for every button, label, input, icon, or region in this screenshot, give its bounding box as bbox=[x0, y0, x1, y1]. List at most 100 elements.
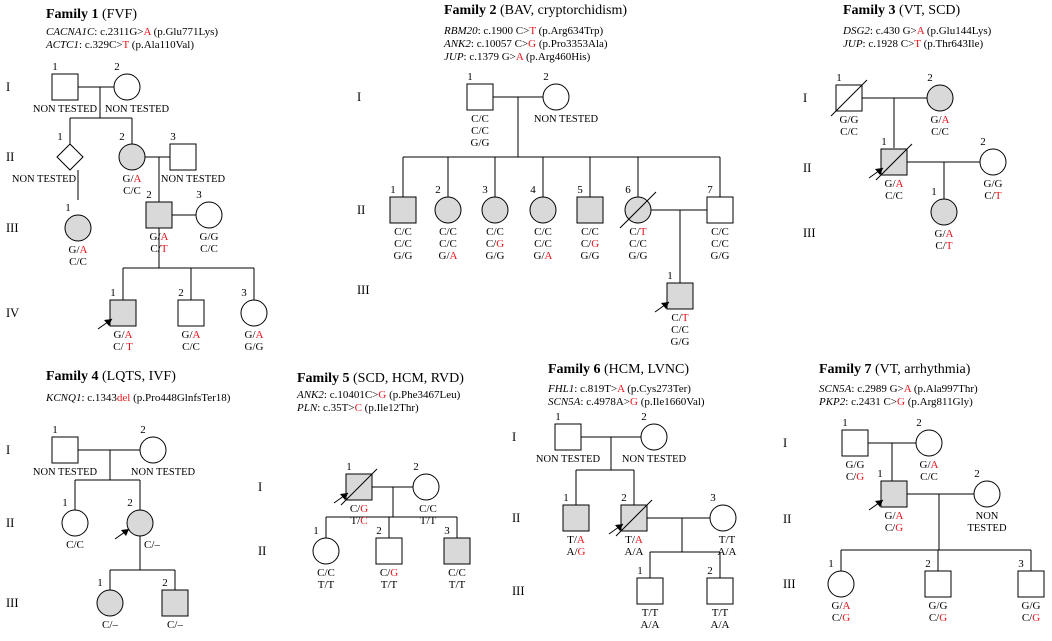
genotype: C/C bbox=[486, 226, 504, 238]
individual-number: 3 bbox=[710, 492, 716, 504]
genotype: G/A bbox=[123, 173, 142, 185]
generation-label: II bbox=[512, 511, 520, 525]
individual-number: 2 bbox=[127, 497, 133, 509]
proband-arrow-icon bbox=[340, 493, 348, 500]
genotype: C/C bbox=[200, 243, 218, 255]
family-title: Family 7 (VT, arrhythmia) bbox=[819, 362, 971, 377]
female-symbol bbox=[312, 537, 340, 565]
individual-number: 3 bbox=[444, 525, 450, 537]
genotype: C/ T bbox=[113, 341, 133, 353]
variant-line: JUP: c.1928 C>T (p.Thr643Ile) bbox=[843, 38, 983, 50]
individual-number: 1 bbox=[467, 71, 473, 83]
family-title: Family 3 (VT, SCD) bbox=[843, 3, 961, 18]
proband-arrow-icon bbox=[615, 524, 623, 531]
individual-number: 2 bbox=[178, 287, 184, 299]
female-symbol bbox=[113, 73, 141, 101]
male-symbol bbox=[1017, 570, 1045, 598]
individual-number: 1 bbox=[828, 558, 834, 570]
genotype: G/G bbox=[711, 250, 730, 262]
generation-label: II bbox=[6, 150, 14, 164]
genotype: T/A bbox=[625, 534, 643, 546]
genotype: C/T bbox=[150, 243, 167, 255]
male-symbol bbox=[636, 577, 664, 605]
non-tested-label: NON TESTED bbox=[105, 104, 170, 115]
female-symbol bbox=[542, 83, 570, 111]
deceased-slash bbox=[615, 499, 653, 537]
variant-line: KCNQ1: c.1343del (p.Pro448GlnfsTer18) bbox=[45, 392, 231, 404]
affected-male-symbol bbox=[666, 282, 694, 310]
individual-number: 3 bbox=[196, 189, 202, 201]
affected-female-symbol bbox=[118, 143, 146, 171]
individual-number: 2 bbox=[543, 71, 549, 83]
individual-number: 2 bbox=[641, 411, 647, 423]
genotype: T/T bbox=[449, 579, 466, 591]
non-tested-label: NON TESTED bbox=[12, 174, 77, 185]
genotype: C/C bbox=[123, 185, 141, 197]
individual-number: 2 bbox=[140, 424, 146, 436]
affected-male-symbol bbox=[389, 196, 417, 224]
genotype: G/A bbox=[182, 329, 201, 341]
affected-male-symbol bbox=[109, 299, 137, 327]
individual-number: 1 bbox=[390, 184, 396, 196]
genotype: T/T bbox=[381, 579, 398, 591]
non-tested-label: NON TESTED bbox=[536, 454, 601, 465]
male-symbol bbox=[554, 423, 582, 451]
individual-number: 1 bbox=[65, 202, 71, 214]
generation-label: I bbox=[803, 91, 807, 105]
affected-female-symbol bbox=[926, 84, 954, 112]
genotype: C/– bbox=[167, 619, 183, 631]
individual-number: 4 bbox=[530, 184, 536, 196]
genotype: C/C bbox=[671, 324, 689, 336]
proband-arrow-icon bbox=[104, 319, 112, 326]
genotype: C/C bbox=[931, 126, 949, 138]
genotype: C/C bbox=[581, 226, 599, 238]
genotype: G/G bbox=[486, 250, 505, 262]
variant-line: CACNA1C: c.2311G>A (p.Glu771Lys) bbox=[46, 26, 218, 38]
genotype: G/G bbox=[929, 600, 948, 612]
genotype: C/C bbox=[711, 238, 729, 250]
genotype: G/A bbox=[150, 231, 169, 243]
male-symbol bbox=[924, 570, 952, 598]
individual-number: 1 bbox=[836, 72, 842, 84]
genotype: T/T bbox=[420, 515, 437, 527]
variant-line: ANK2: c.10401C>G (p.Phe3467Leu) bbox=[296, 389, 461, 401]
male-symbol bbox=[51, 73, 79, 101]
individual-number: 2 bbox=[162, 577, 168, 589]
individual-number: 2 bbox=[621, 492, 627, 504]
individual-number: 2 bbox=[927, 72, 933, 84]
genotype: C/C bbox=[471, 113, 489, 125]
genotype: T/T bbox=[719, 534, 736, 546]
affected-male-symbol bbox=[880, 480, 908, 508]
proband-arrow-icon bbox=[875, 168, 883, 175]
genotype: C/C bbox=[69, 256, 87, 268]
variant-line: ANK2: c.10057 C>G (p.Pro3353Ala) bbox=[443, 38, 608, 50]
genotype: C/G bbox=[1022, 612, 1040, 624]
generation-label: I bbox=[6, 443, 10, 457]
female-symbol bbox=[915, 429, 943, 457]
genotype: G/G bbox=[200, 231, 219, 243]
genotype: G/G bbox=[581, 250, 600, 262]
proband-arrow-icon bbox=[121, 529, 129, 536]
genotype: C/G bbox=[350, 503, 368, 515]
genotype: G/A bbox=[439, 250, 458, 262]
variant-line: JUP: c.1379 G>A (p.Arg460His) bbox=[444, 51, 591, 63]
genotype: C/C bbox=[448, 567, 466, 579]
affected-male-symbol bbox=[576, 196, 604, 224]
genotype: A/G bbox=[567, 546, 586, 558]
genotype: C/C bbox=[534, 238, 552, 250]
genotype: C/T bbox=[629, 226, 646, 238]
individual-number: 1 bbox=[555, 411, 561, 423]
affected-female-symbol bbox=[126, 509, 154, 537]
variant-line: PKP2: c.2431 C>G (p.Arg811Gly) bbox=[818, 396, 973, 408]
generation-label: IV bbox=[6, 306, 19, 320]
individual-number: 1 bbox=[52, 424, 58, 436]
genotype: G/A bbox=[534, 250, 553, 262]
genotype: G/A bbox=[920, 459, 939, 471]
generation-label: II bbox=[357, 203, 365, 217]
generation-label: II bbox=[803, 161, 811, 175]
genotype: A/A bbox=[641, 619, 660, 631]
genotype: C/T bbox=[671, 312, 688, 324]
variant-line: DSG2: c.430 G>A (p.Glu144Lys) bbox=[842, 25, 992, 37]
unknown-sex-symbol bbox=[56, 143, 84, 171]
genotype: C/T bbox=[984, 190, 1001, 202]
